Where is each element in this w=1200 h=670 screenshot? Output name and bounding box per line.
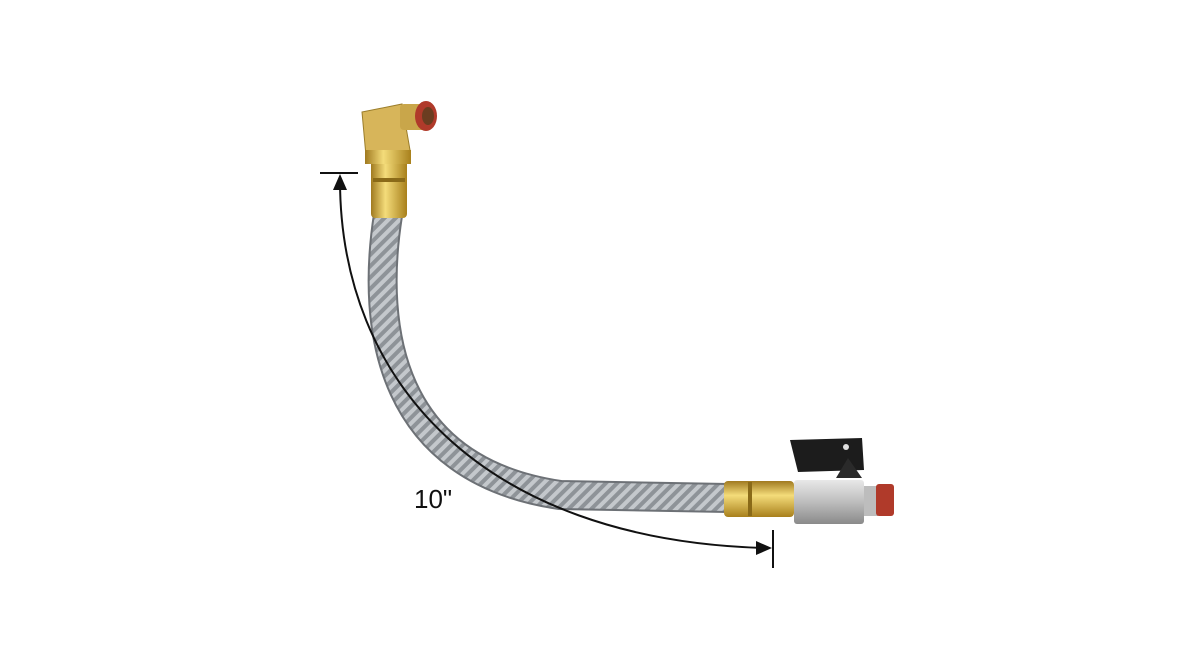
arrowhead-top xyxy=(333,174,347,190)
top-ferrule xyxy=(371,160,407,218)
braided-hose xyxy=(367,212,729,513)
arrowhead-bottom xyxy=(756,541,772,555)
ball-valve xyxy=(790,438,894,524)
brass-elbow-fitting xyxy=(361,101,437,164)
length-label: 10" xyxy=(414,484,453,514)
bottom-ferrule xyxy=(724,481,794,517)
dimension-arc xyxy=(320,172,774,568)
